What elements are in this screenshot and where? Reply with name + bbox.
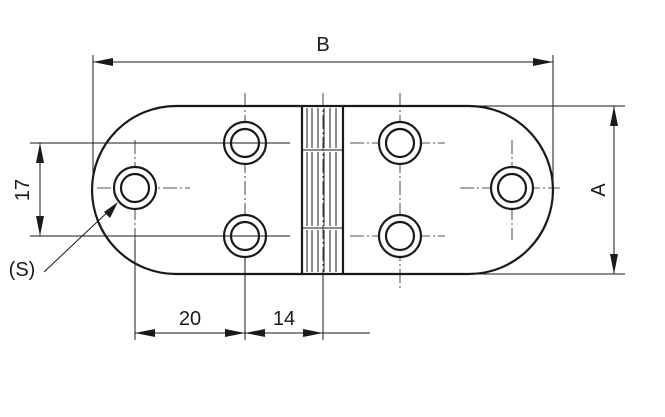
hinge-right-leaf (343, 104, 555, 276)
screw-hole (377, 120, 423, 166)
dimension-17-label: 17 (12, 179, 34, 201)
hinge-left-leaf (90, 104, 302, 276)
dimension-a-label: A (588, 183, 610, 197)
screw-hole (112, 165, 158, 211)
screw-callout-label: (S) (9, 259, 36, 281)
dimension-14-label: 14 (273, 308, 295, 330)
screw-hole (489, 165, 535, 211)
dimension-20-14: 20 14 (134, 240, 370, 340)
dimension-a: A (470, 105, 625, 275)
dimension-b: B (92, 34, 554, 180)
screw-hole (377, 213, 423, 259)
dimension-17: 17 (12, 142, 290, 237)
dimension-20-label: 20 (179, 308, 201, 330)
hinge-knuckle (300, 104, 345, 276)
screw-callout: (S) (9, 202, 118, 281)
dimension-b-label: B (316, 34, 329, 56)
